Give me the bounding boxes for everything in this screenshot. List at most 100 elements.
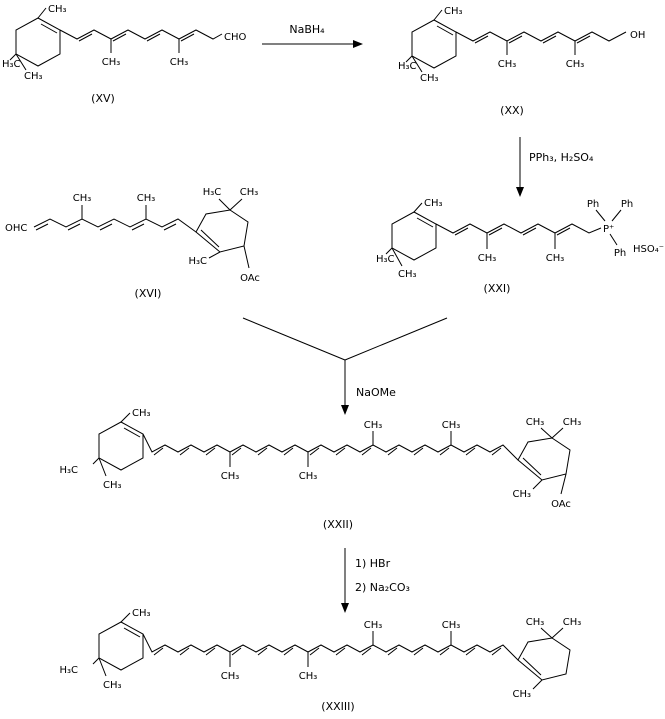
xx-chain-double-bonds: [474, 35, 591, 44]
xxiii-chain-methyl-down-1-label: CH₃: [221, 671, 240, 682]
xxiii-id-label: (XXIII): [321, 700, 354, 713]
arrow-1-head: [353, 40, 363, 48]
xxii-substituent-bonds: [92, 412, 567, 495]
xv-ring-methyl-label: CH₃: [48, 4, 67, 15]
xxi-phenyl-2-label: Ph: [621, 199, 633, 210]
xvi-acetoxy-label: OAc: [240, 273, 260, 284]
xxiii-left-gem-dimethyl-left-label: H₃C: [59, 665, 78, 676]
reagent-step4-line2-label: 2) Na₂CO₃: [355, 581, 410, 594]
xv-chain-methyl-2-label: CH₃: [170, 57, 189, 68]
xx-ring: [411, 19, 457, 69]
compound-xxi: CH₃ H₃C CH₃ CH₃ CH₃ P⁺ Ph Ph Ph HSO₄⁻ (X…: [376, 198, 664, 295]
xv-gem-dimethyl-left-label: H₃C: [2, 59, 21, 70]
xxiii-right-ring-double-bond: [522, 657, 542, 676]
xxii-left-ring: [98, 421, 144, 471]
xxiii-right-ring: [517, 637, 571, 681]
xx-chain: [455, 31, 627, 42]
xx-gem-dimethyl-left-label: H₃C: [398, 61, 417, 72]
arrow-2-head: [516, 187, 524, 197]
xvi-substituent-bonds: [81, 198, 250, 269]
reagent-step2-label: PPh₃, H₂SO₄: [529, 151, 594, 164]
reaction-arrow-4: 1) HBr 2) Na₂CO₃: [341, 548, 410, 613]
xvi-chain-double-bonds: [35, 223, 177, 231]
xxi-ring-methyl-label: CH₃: [424, 198, 443, 209]
xvi-chain: [33, 218, 197, 233]
xxii-right-gem-dimethyl-left-label: CH₃: [526, 417, 545, 428]
xv-chain: [59, 29, 223, 40]
xxi-ring: [391, 211, 437, 261]
xxiii-left-ring: [98, 621, 144, 671]
convergence-line-left: [242, 317, 346, 361]
xxii-left-gem-dimethyl-right-label: CH₃: [103, 480, 122, 491]
xx-substituent-bonds: [405, 9, 576, 73]
xx-id-label: (XX): [500, 104, 524, 117]
compound-xv: CH₃ H₃C CH₃ CH₃ CH₃ CHO (XV): [2, 4, 247, 105]
compound-xvi: OHC CH₃ CH₃ H₃C CH₃ H₃C OAc (XVI): [5, 187, 260, 300]
xvi-ring-methyl-label: H₃C: [188, 256, 207, 267]
reaction-arrow-1: NaBH₄: [262, 23, 363, 48]
xxi-substituent-bonds: [385, 202, 622, 267]
xxi-ring-double-bond: [416, 217, 434, 228]
xv-gem-dimethyl-right-label: CH₃: [24, 71, 43, 82]
xxii-chain-methyl-up-2-label: CH₃: [442, 420, 461, 431]
xxii-chain-double-bonds: [153, 447, 502, 456]
convergence-line-right: [344, 317, 448, 361]
xvi-gem-dimethyl-right-label: CH₃: [240, 187, 259, 198]
xxiii-left-gem-dimethyl-right-label: CH₃: [103, 680, 122, 691]
xx-terminal-group-label: OH: [630, 30, 645, 41]
xxii-left-ring-double-bond: [123, 427, 141, 438]
xxii-chain-methyl-up-1-label: CH₃: [364, 420, 383, 431]
arrow-3-head: [341, 405, 349, 415]
xxii-acetoxy-label: OAc: [551, 499, 571, 510]
xvi-ring-double-bond: [200, 229, 220, 248]
xxii-left-ring-methyl-label: CH₃: [132, 408, 151, 419]
xv-substituent-bonds: [9, 7, 180, 71]
xxiii-chain-methyl-down-2-label: CH₃: [299, 671, 318, 682]
xxi-id-label: (XXI): [484, 282, 511, 295]
xxi-chain-methyl-2-label: CH₃: [546, 253, 565, 264]
xx-chain-methyl-1-label: CH₃: [498, 59, 517, 70]
xv-terminal-group-label: CHO: [224, 32, 247, 43]
xxii-chain-methyl-down-2-label: CH₃: [299, 471, 318, 482]
xxi-counterion-label: HSO₄⁻: [633, 244, 664, 255]
reagent-step4-line1-label: 1) HBr: [355, 557, 391, 570]
xv-chain-methyl-1-label: CH₃: [102, 57, 121, 68]
xxi-phenyl-1-label: Ph: [587, 199, 599, 210]
xxiii-chain-double-bonds: [153, 647, 502, 656]
reagent-step3-label: NaOMe: [356, 386, 396, 399]
compound-xx: CH₃ H₃C CH₃ CH₃ CH₃ OH (XX): [398, 6, 645, 117]
arrow-4-head: [341, 603, 349, 613]
xxi-gem-dimethyl-right-label: CH₃: [398, 269, 417, 280]
xxiii-right-ring-methyl-label: CH₃: [512, 689, 531, 700]
xxi-phosphonium-label: P⁺: [603, 224, 614, 235]
xvi-terminal-group-label: OHC: [5, 223, 27, 234]
reaction-arrow-2: PPh₃, H₂SO₄: [516, 137, 594, 197]
xxiii-chain-methyl-up-2-label: CH₃: [442, 620, 461, 631]
xx-ring-methyl-label: CH₃: [444, 6, 463, 17]
xxii-right-gem-dimethyl-right-label: CH₃: [563, 417, 582, 428]
xvi-chain-methyl-2-label: CH₃: [137, 193, 156, 204]
xxii-left-gem-dimethyl-left-label: H₃C: [59, 465, 78, 476]
xx-ring-double-bond: [436, 25, 454, 36]
xv-id-label: (XV): [91, 92, 115, 105]
xxii-right-ring-double-bond: [522, 457, 542, 476]
xx-gem-dimethyl-right-label: CH₃: [420, 73, 439, 84]
reagent-step1-label: NaBH₄: [289, 23, 325, 36]
xxi-gem-dimethyl-left-label: H₃C: [376, 254, 395, 265]
xx-chain-methyl-2-label: CH₃: [566, 59, 585, 70]
xxi-chain-double-bonds: [454, 227, 571, 236]
xvi-gem-dimethyl-left-label: H₃C: [203, 187, 222, 198]
xxiii-right-gem-dimethyl-right-label: CH₃: [563, 617, 582, 628]
xv-ring: [15, 17, 61, 67]
xvi-ring: [195, 209, 249, 253]
xxiii-chain-methyl-up-1-label: CH₃: [364, 620, 383, 631]
xxii-right-ring-methyl-label: CH₃: [512, 489, 531, 500]
xxiii-right-gem-dimethyl-left-label: CH₃: [526, 617, 545, 628]
xvi-chain-methyl-1-label: CH₃: [73, 193, 92, 204]
xxii-id-label: (XXII): [323, 518, 353, 531]
xxii-right-ring: [517, 437, 571, 481]
xxi-chain-methyl-1-label: CH₃: [478, 253, 497, 264]
xv-chain-double-bonds: [78, 33, 195, 42]
compound-xxii: CH₃ H₃C CH₃ CH₃ CH₃ CH₃ CH₃ CH₃ CH₃ CH₃ …: [59, 408, 581, 531]
